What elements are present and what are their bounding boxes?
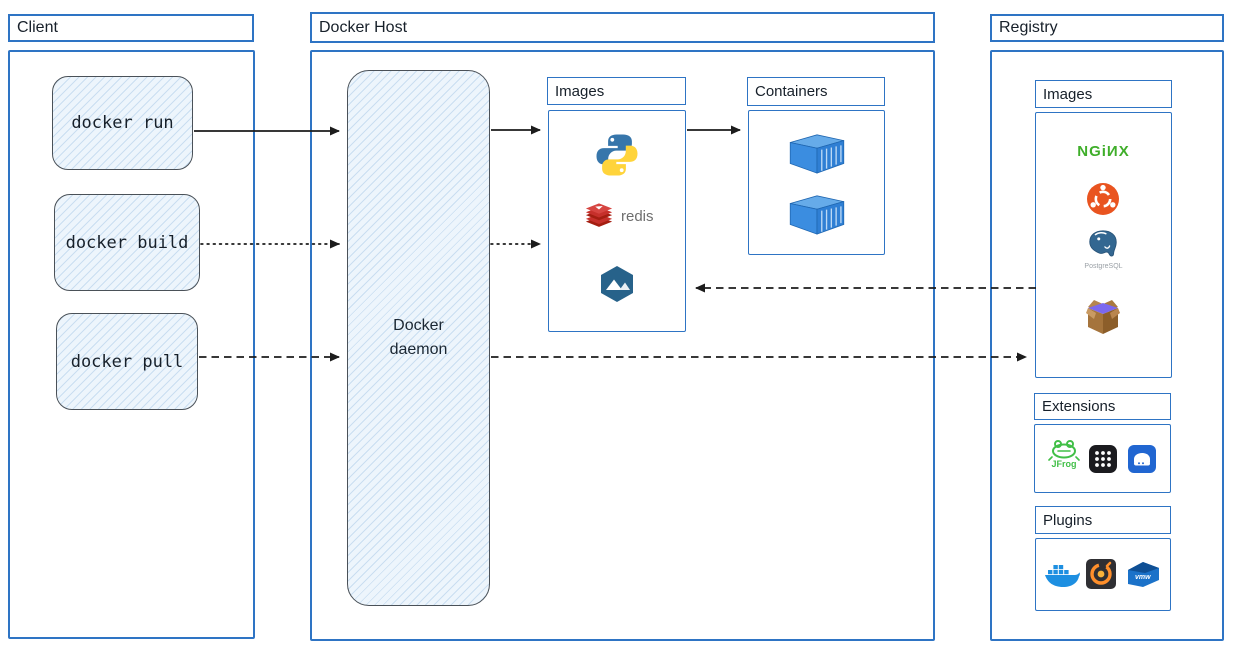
registry-titlebar: Registry bbox=[990, 14, 1224, 42]
redis-item: redis bbox=[584, 202, 654, 230]
docker-host-title: Docker Host bbox=[319, 18, 408, 36]
jfrog-icon: JFrog bbox=[1048, 437, 1080, 469]
extensions-titlebar: Extensions bbox=[1034, 393, 1171, 420]
registry-images-title: Images bbox=[1043, 85, 1093, 103]
app-grid-icon bbox=[1088, 444, 1118, 474]
plugins-title: Plugins bbox=[1043, 511, 1093, 529]
plugins-titlebar: Plugins bbox=[1035, 506, 1171, 534]
host-images-title: Images bbox=[555, 82, 605, 100]
client-titlebar: Client bbox=[8, 14, 254, 42]
jfrog-label: JFrog bbox=[1051, 459, 1077, 469]
docker-build-label: docker build bbox=[65, 232, 189, 253]
registry-title: Registry bbox=[999, 19, 1058, 36]
containers-titlebar: Containers bbox=[747, 77, 885, 106]
host-images-frame bbox=[548, 110, 686, 332]
client-title: Client bbox=[17, 19, 58, 36]
redis-label: redis bbox=[621, 207, 654, 225]
docker-whale-icon bbox=[1044, 562, 1080, 588]
alpine-icon bbox=[597, 264, 637, 304]
docker-run-box: docker run bbox=[52, 76, 193, 170]
docker-run-label: docker run bbox=[71, 113, 174, 133]
container-icon bbox=[786, 131, 848, 175]
vmware-icon: vmw bbox=[1124, 560, 1162, 588]
docker-daemon-label: Docker daemon bbox=[389, 317, 448, 358]
registry-images-titlebar: Images bbox=[1035, 80, 1172, 108]
containers-title: Containers bbox=[755, 83, 828, 100]
extensions-title: Extensions bbox=[1042, 398, 1116, 415]
ubuntu-icon bbox=[1086, 182, 1120, 216]
host-images-titlebar: Images bbox=[547, 77, 686, 105]
postgresql-label: PostgreSQL bbox=[1084, 263, 1123, 270]
docker-build-box: docker build bbox=[54, 194, 200, 291]
container-icon bbox=[786, 192, 848, 236]
busybox-icon bbox=[1080, 296, 1126, 336]
postgresql-icon bbox=[1086, 228, 1120, 262]
vmware-label: vmw bbox=[1135, 574, 1151, 581]
redis-icon bbox=[584, 202, 614, 230]
docker-host-titlebar: Docker Host bbox=[310, 12, 935, 43]
docker-pull-label: docker pull bbox=[70, 351, 184, 372]
docker-daemon-box: Docker daemon bbox=[347, 70, 490, 606]
python-icon bbox=[593, 131, 641, 179]
virtual-machine-icon bbox=[1127, 444, 1157, 474]
grafana-icon bbox=[1085, 558, 1117, 590]
containers-frame bbox=[748, 110, 885, 255]
nginx-logo: NGiИX bbox=[1077, 143, 1130, 160]
docker-pull-box: docker pull bbox=[56, 313, 198, 410]
